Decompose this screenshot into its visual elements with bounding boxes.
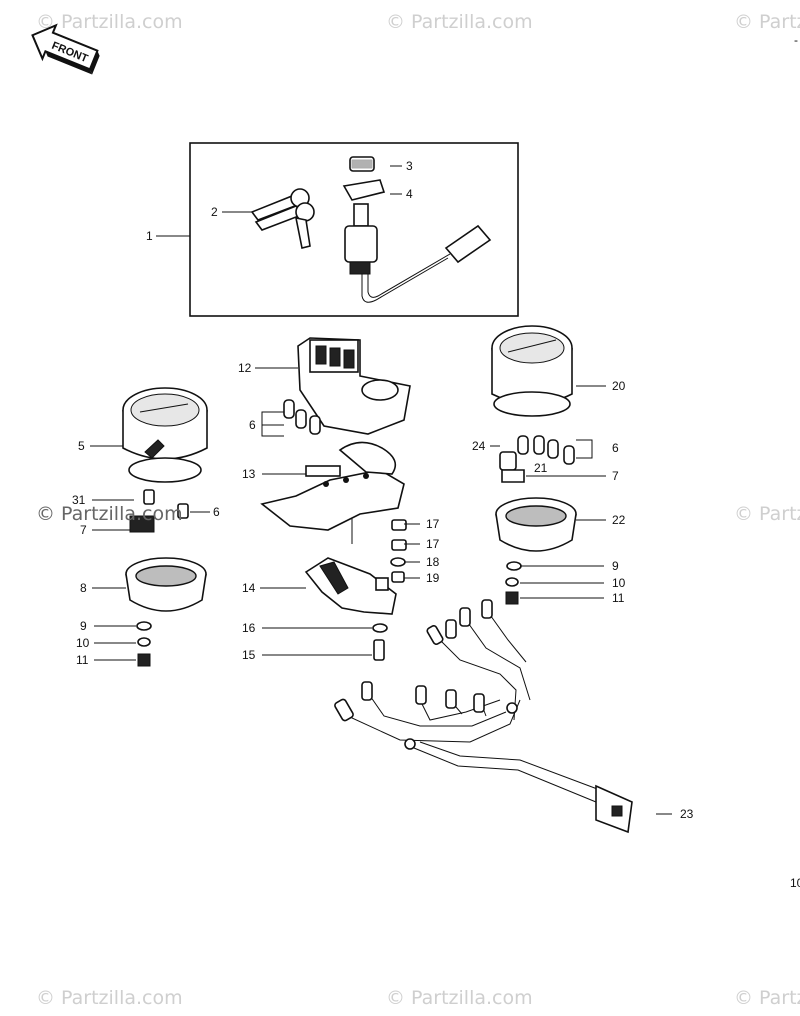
callout-8: 8 [80,581,87,595]
watermark-mid-right: © Partzilla.com [734,503,800,525]
center-bracket [304,557,397,615]
leader-lines [90,165,672,815]
left-meter [122,387,208,483]
watermark-top-left: © Partzilla.com [36,11,183,33]
watermark-layer: © Partzilla.com © Partzilla.com © Partzi… [36,11,800,1009]
callout-24: 24 [472,439,486,453]
watermark-bottom-right: © Partzilla.com [734,987,800,1009]
switch-nut [349,156,375,172]
watermark-top-right: © Partzilla.com [734,11,800,33]
callout-16: 16 [242,621,256,635]
wiring-harness [334,599,633,834]
callout-19: 19 [426,571,440,585]
switch-connector [444,224,492,264]
callout-10-right: 10 [612,576,626,590]
corner-mark: - [794,33,798,47]
left-small-parts [125,489,207,667]
callout-10-left: 10 [76,636,90,650]
callout-6-left: 6 [213,505,220,519]
right-meter [491,325,573,417]
switch-washer [342,179,386,201]
ignition-box [189,142,519,317]
callout-15: 15 [242,648,256,662]
watermark-bottom-left: © Partzilla.com [36,987,183,1009]
callout-6-center: 6 [249,418,256,432]
callout-7-right: 7 [612,469,619,483]
callout-5: 5 [78,439,85,453]
callout-12: 12 [238,361,252,375]
callout-17-a: 17 [426,517,440,531]
center-fasteners [372,519,407,661]
callout-3: 3 [406,159,413,173]
callout-2: 2 [211,205,218,219]
callout-9-right: 9 [612,559,619,573]
switch-body [344,225,378,263]
callout-31: 31 [72,493,86,507]
watermark-top-center: © Partzilla.com [386,11,533,33]
right-small-parts [495,435,577,605]
callout-23: 23 [680,807,694,821]
callout-11-left: 11 [76,653,89,667]
callout-21: 21 [534,461,548,475]
watermark-bottom-center: © Partzilla.com [386,987,533,1009]
callout-14: 14 [242,581,256,595]
watermark-mid-left: © Partzilla.com [36,503,183,525]
callout-4: 4 [406,187,413,201]
mount-plate [260,441,405,544]
callout-labels: 1 2 3 4 5 31 6 7 8 9 10 11 12 6 13 14 16… [72,159,800,890]
keys [250,188,315,249]
callout-1: 1 [146,229,153,243]
page-number: 10 [790,876,800,890]
callout-11-right: 11 [612,591,625,605]
callout-17-b: 17 [426,537,440,551]
callout-7-left: 7 [80,523,87,537]
callout-9-left: 9 [80,619,87,633]
callout-6-right: 6 [612,441,619,455]
callout-18: 18 [426,555,440,569]
ignition-switch-group [189,142,519,317]
callout-22: 22 [612,513,626,527]
center-bulbs [283,399,321,435]
callout-13: 13 [242,467,256,481]
center-housing [297,337,411,435]
callout-20: 20 [612,379,626,393]
